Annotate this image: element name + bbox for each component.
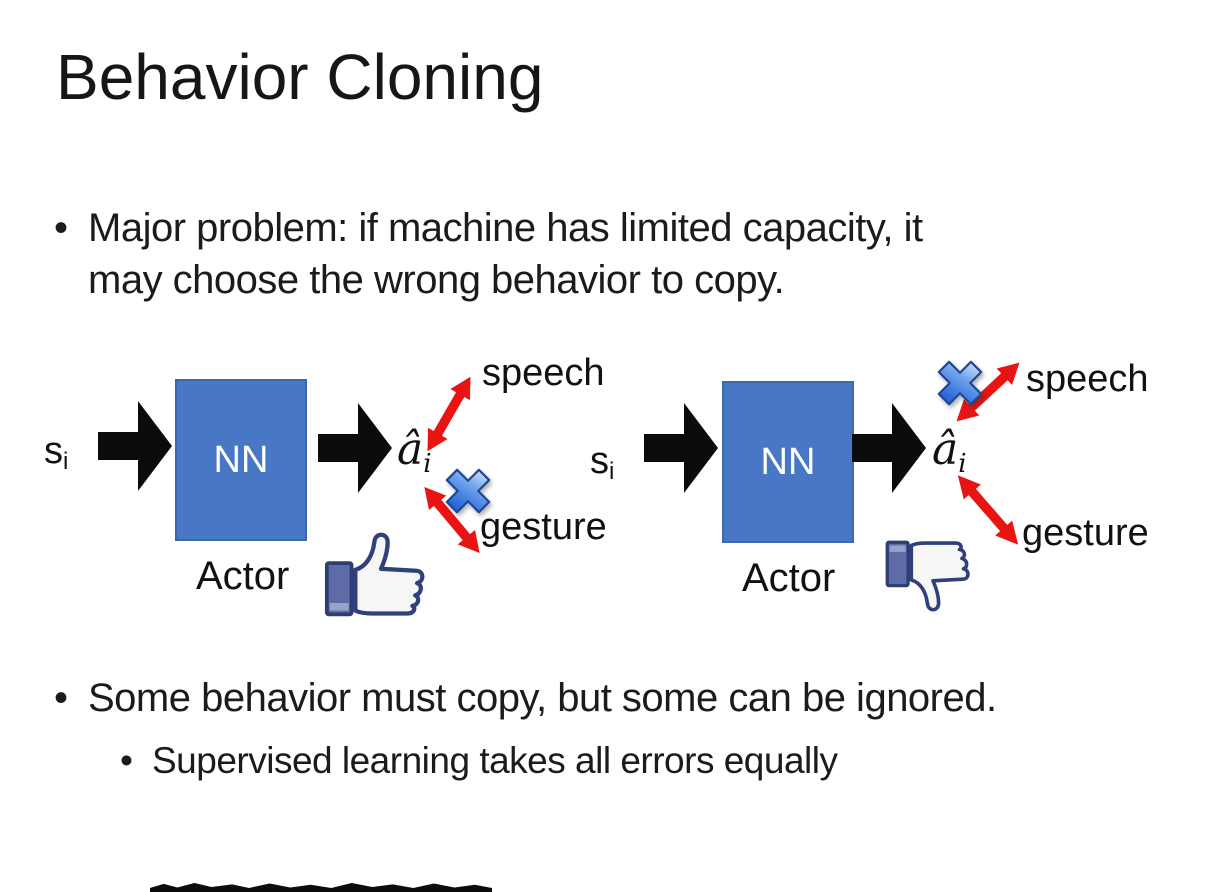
bullet1-line1: Major problem: if machine has limited ca… <box>88 206 923 250</box>
thumbs-up-icon <box>323 527 439 627</box>
output-action-label: âi <box>932 424 967 479</box>
state-subscript: i <box>609 458 615 485</box>
bullet1-line2: may choose the wrong behavior to copy. <box>88 258 785 302</box>
gesture-label: gesture <box>1022 512 1149 554</box>
double-arrow-icon <box>414 479 489 562</box>
bullet-marker: • <box>120 740 133 781</box>
action-symbol: â <box>932 424 959 475</box>
actor-caption: Actor <box>742 556 836 600</box>
nn-label: NN <box>760 440 816 483</box>
bullet3-text: Supervised learning takes all errors equ… <box>152 740 838 781</box>
block-arrow-icon <box>644 403 718 493</box>
action-subscript: i <box>958 449 967 479</box>
actor-caption: Actor <box>196 554 290 598</box>
nn-label: NN <box>213 438 269 481</box>
speech-label: speech <box>1026 358 1149 400</box>
action-subscript: i <box>423 449 432 479</box>
bullet2-text: Some behavior must copy, but some can be… <box>88 676 997 720</box>
state-subscript: i <box>63 448 69 475</box>
action-symbol: â <box>397 424 424 475</box>
double-arrow-icon <box>416 370 482 457</box>
output-action-label: âi <box>397 424 432 479</box>
double-arrow-icon <box>948 467 1028 553</box>
double-arrow-icon <box>948 353 1029 431</box>
state-symbol: s <box>590 440 609 482</box>
slide-title: Behavior Cloning <box>56 41 544 113</box>
input-state-label: si <box>590 440 614 486</box>
block-arrow-icon <box>318 403 392 493</box>
bullet-marker: • <box>54 676 68 720</box>
cropped-next-slide-text <box>150 883 492 892</box>
block-arrow-icon <box>852 403 926 493</box>
bullet-marker: • <box>54 206 68 250</box>
nn-box: NN <box>722 381 854 543</box>
speech-label: speech <box>482 352 605 394</box>
state-symbol: s <box>44 430 63 472</box>
input-state-label: si <box>44 430 68 476</box>
block-arrow-icon <box>98 401 172 491</box>
thumbs-down-icon <box>884 530 982 627</box>
gesture-label: gesture <box>480 506 607 548</box>
cross-out-x-icon <box>931 354 989 412</box>
cross-out-x-icon <box>439 462 497 520</box>
nn-box: NN <box>175 379 307 541</box>
